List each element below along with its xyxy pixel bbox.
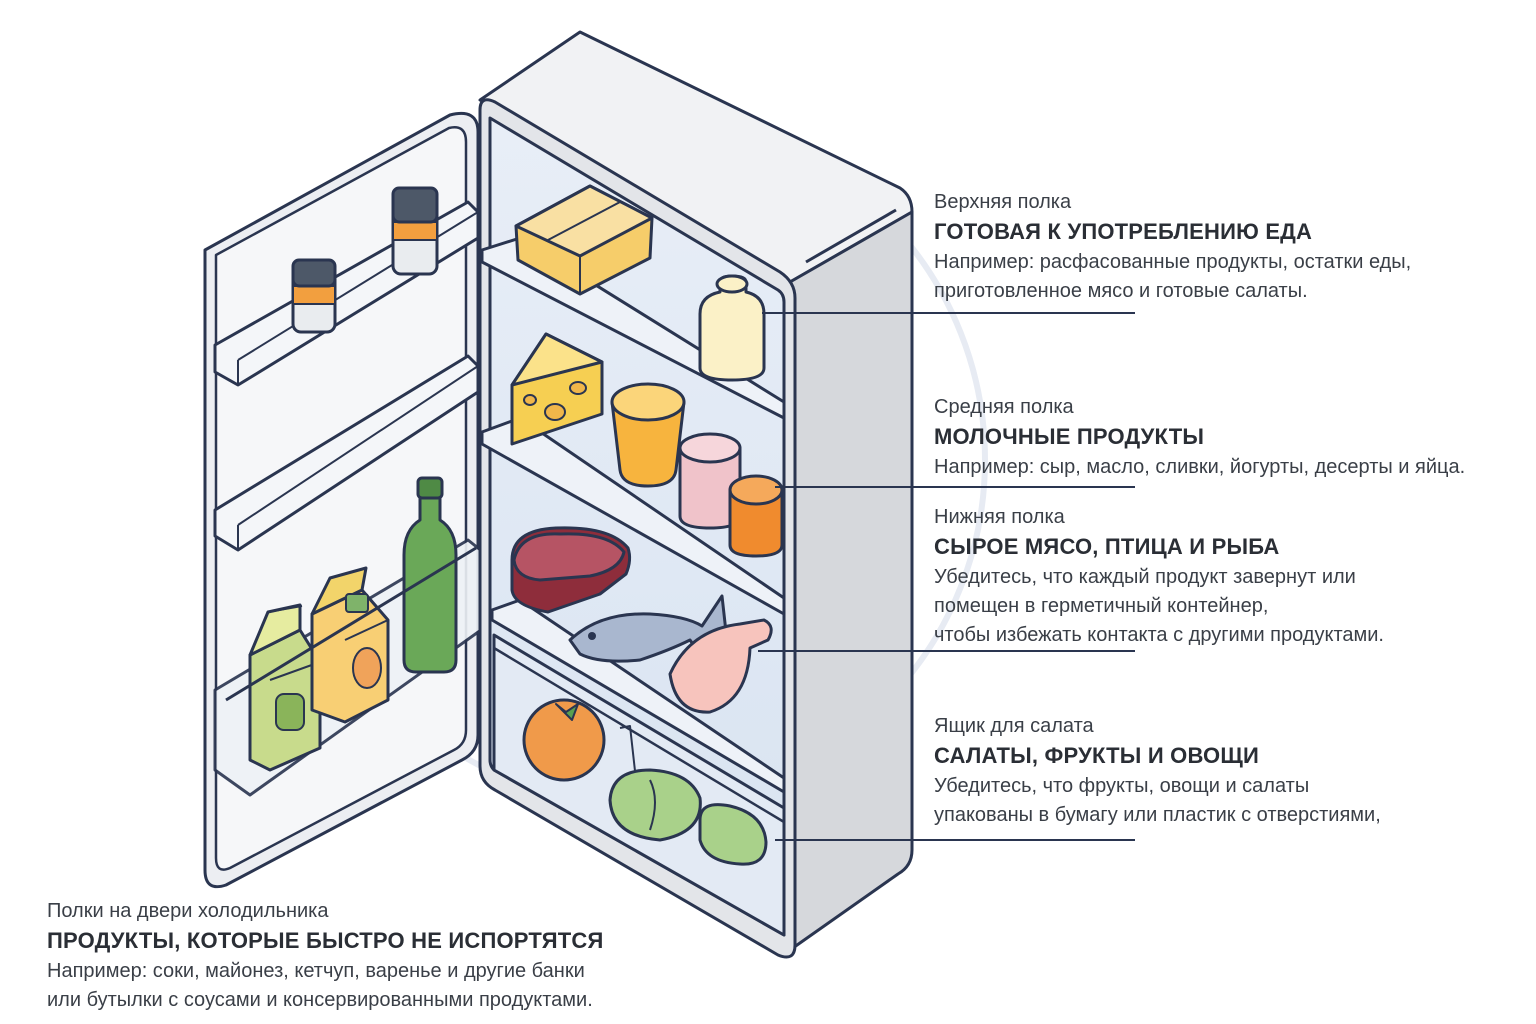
callout-line: Например: сыр, масло, сливки, йогурты, д… bbox=[934, 456, 1466, 478]
drumstick-icon bbox=[668, 618, 773, 714]
callout-line: приготовленное мясо и готовые салаты. bbox=[934, 280, 1308, 302]
callout-line: упакованы в бумагу или пластик с отверст… bbox=[934, 804, 1381, 826]
milk-bottle-icon bbox=[698, 274, 766, 382]
fish-icon bbox=[568, 594, 728, 668]
orange-icon bbox=[522, 698, 606, 782]
callout-bottom-shelf: Нижняя полка СЫРОЕ МЯСО, ПТИЦА И РЫБА Уб… bbox=[934, 507, 1384, 654]
jar-icon bbox=[391, 186, 439, 276]
callout-middle-shelf: Средняя полка МОЛОЧНЫЕ ПРОДУКТЫ Например… bbox=[934, 397, 1465, 486]
cream-can-icon bbox=[728, 474, 784, 558]
juice-carton-icon bbox=[310, 566, 390, 724]
leader-lines bbox=[758, 312, 1135, 841]
callout-category: Средняя полка bbox=[934, 396, 1074, 418]
cheese-icon bbox=[510, 332, 604, 446]
callout-heading: САЛАТЫ, ФРУКТЫ И ОВОЩИ bbox=[934, 743, 1259, 768]
callout-heading: МОЛОЧНЫЕ ПРОДУКТЫ bbox=[934, 424, 1205, 449]
callout-heading: ГОТОВАЯ К УПОТРЕБЛЕНИЮ ЕДА bbox=[934, 219, 1313, 244]
juice-carton-icon bbox=[248, 603, 322, 772]
callout-line: помещен в герметичный контейнер, bbox=[934, 595, 1269, 617]
callout-line: Убедитесь, что каждый продукт завернут и… bbox=[934, 566, 1356, 588]
jar-icon bbox=[291, 258, 337, 334]
callout-heading: ПРОДУКТЫ, КОТОРЫЕ БЫСТРО НЕ ИСПОРТЯТСЯ bbox=[47, 928, 604, 953]
callout-category: Верхняя полка bbox=[934, 191, 1072, 213]
callout-line: Например: соки, майонез, кетчуп, варенье… bbox=[47, 960, 585, 982]
callout-line: Убедитесь, что фрукты, овощи и салаты bbox=[934, 775, 1310, 797]
shelf-lower bbox=[490, 598, 786, 794]
callout-category: Ящик для салата bbox=[934, 715, 1094, 737]
dessert-cup-icon bbox=[678, 432, 742, 530]
lettuce-icon bbox=[608, 768, 702, 842]
callout-top-shelf: Верхняя полка ГОТОВАЯ К УПОТРЕБЛЕНИЮ ЕДА… bbox=[934, 192, 1411, 310]
callout-line: Например: расфасованные продукты, остатк… bbox=[934, 251, 1412, 273]
fridge-door bbox=[203, 111, 490, 889]
callout-line: чтобы избежать контакта с другими продук… bbox=[934, 624, 1384, 646]
lettuce-icon bbox=[698, 803, 768, 866]
meat-icon bbox=[510, 526, 632, 614]
yogurt-cup-icon bbox=[610, 382, 686, 488]
food-container-icon bbox=[514, 184, 654, 296]
callout-line: или бутылки с соусами и консервированным… bbox=[47, 989, 593, 1011]
callout-category: Нижняя полка bbox=[934, 506, 1065, 528]
callout-door-shelves: Полки на двери холодильника ПРОДУКТЫ, КО… bbox=[47, 901, 603, 1019]
callout-crisper-drawer: Ящик для салата САЛАТЫ, ФРУКТЫ И ОВОЩИ У… bbox=[934, 716, 1381, 834]
wine-bottle-icon bbox=[402, 476, 458, 674]
callout-category: Полки на двери холодильника bbox=[47, 900, 329, 922]
fridge-body bbox=[478, 30, 914, 959]
callout-heading: СЫРОЕ МЯСО, ПТИЦА И РЫБА bbox=[934, 534, 1280, 559]
